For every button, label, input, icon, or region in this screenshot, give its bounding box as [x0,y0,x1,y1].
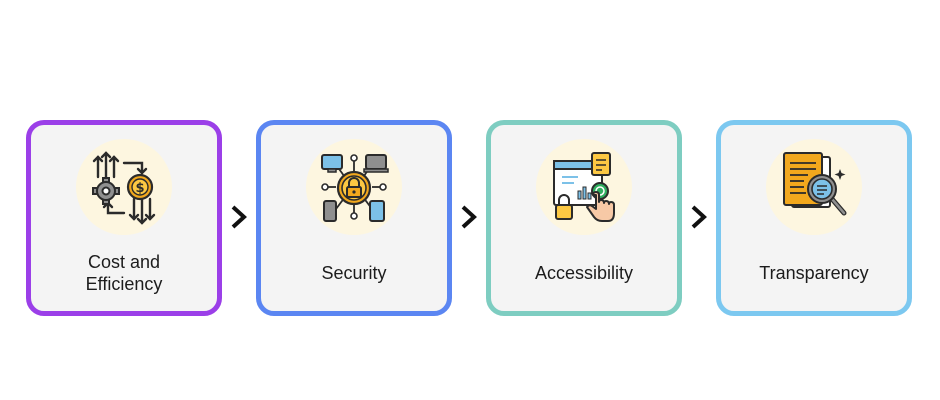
icon-background [766,139,862,235]
step-label: Transparency [759,263,869,283]
step-label: Accessibility [534,263,634,283]
icon-background [536,139,632,235]
chevron-right-icon [228,203,250,231]
icon-background [306,139,402,235]
svg-text:$: $ [135,181,144,196]
network-lock-icon [321,154,389,222]
chevron-right-icon [458,203,480,231]
step-card-cost-and-efficiency: $ Cost and Efficiency [26,120,222,316]
fingerprint-access-icon [553,152,615,222]
chevron-right-icon [688,203,710,231]
step-card-transparency: Transparency [716,120,912,316]
step-label: Security [321,263,387,283]
document-magnifier-icon [783,152,847,216]
step-card-security: Security [256,120,452,316]
gear-coin-exchange-icon: $ [92,151,156,225]
icon-background: $ [76,139,172,235]
step-card-accessibility: Accessibility [486,120,682,316]
step-label: Cost and Efficiency [85,252,163,294]
